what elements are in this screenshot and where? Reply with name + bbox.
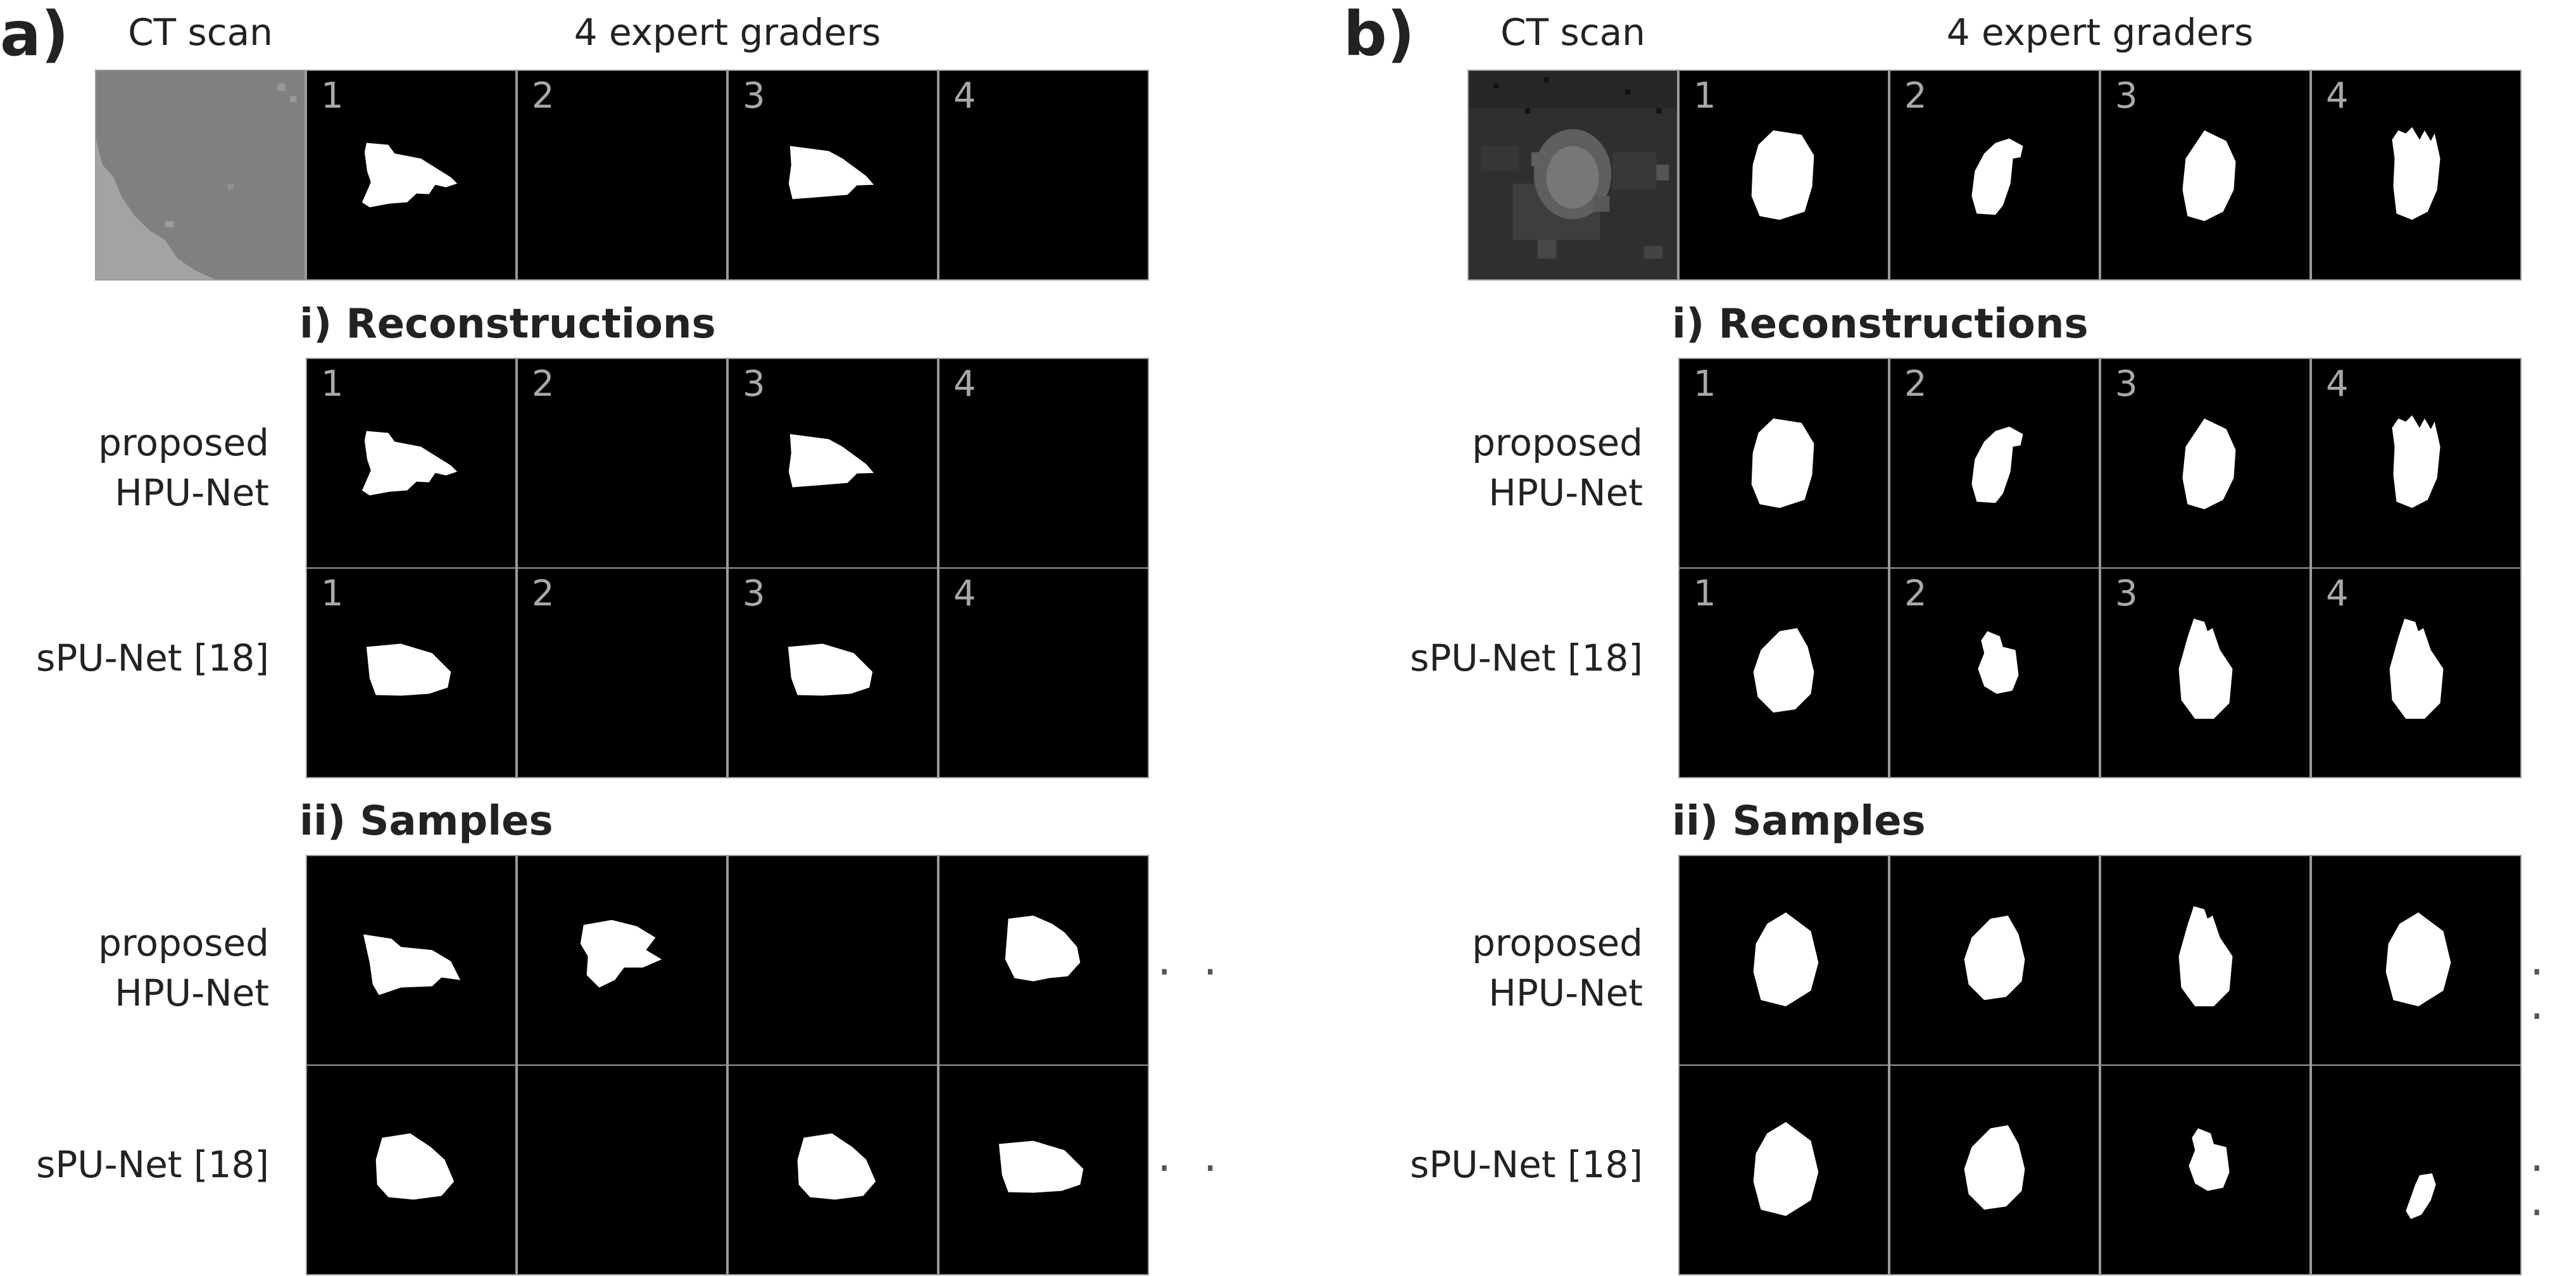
grader-number: 3 — [2115, 363, 2138, 405]
row-label-hpu: proposed HPU-Net — [0, 418, 269, 519]
grader-number: 3 — [743, 363, 765, 405]
sample-spu — [2100, 1064, 2311, 1275]
ellipsis: · · — [2530, 1142, 2553, 1239]
row-label-line: HPU-Net — [115, 471, 269, 515]
grader-number: 3 — [2115, 75, 2138, 117]
grader-number: 1 — [321, 75, 344, 117]
grader-number: 1 — [1693, 363, 1716, 405]
grader-number: 4 — [2326, 573, 2349, 614]
ct-scan-image — [95, 70, 306, 281]
grader-number: 2 — [532, 573, 555, 614]
sample-hpu — [306, 855, 517, 1066]
grader-number: 2 — [1904, 75, 1927, 117]
sample-spu — [517, 1064, 727, 1275]
row-label-hpu: proposed HPU-Net — [0, 918, 269, 1019]
grader-mask: 1 — [1678, 70, 1889, 281]
grader-number: 2 — [532, 75, 555, 117]
reconstruction-spu: 4 — [938, 567, 1149, 778]
reconstruction-spu: 3 — [727, 567, 938, 778]
panel-letter: a) — [0, 0, 69, 70]
reconstruction-spu: 3 — [2100, 567, 2311, 778]
row-label-spu: sPU-Net [18] — [1410, 1143, 1643, 1186]
sample-spu — [727, 1064, 938, 1275]
sample-spu — [1678, 1064, 1889, 1275]
grader-number: 2 — [532, 363, 555, 405]
section-reconstructions: i) Reconstructions — [299, 301, 716, 348]
grader-number: 1 — [321, 573, 344, 614]
sample-hpu — [517, 855, 727, 1066]
ct-scan-header: CT scan — [1500, 11, 1645, 54]
row-label-line: HPU-Net — [1488, 471, 1643, 515]
grader-number: 3 — [743, 573, 765, 614]
reconstruction-hpu: 4 — [938, 358, 1149, 569]
ellipsis: · · — [1157, 1142, 1226, 1194]
row-label-line: proposed — [1472, 421, 1643, 464]
section-samples: ii) Samples — [1672, 798, 1926, 845]
grader-mask: 4 — [938, 70, 1149, 281]
reconstruction-hpu: 2 — [517, 358, 727, 569]
grader-number: 3 — [2115, 573, 2138, 614]
sample-hpu — [727, 855, 938, 1066]
sample-hpu — [2100, 855, 2311, 1066]
sample-spu — [1889, 1064, 2100, 1275]
grader-number: 2 — [1904, 363, 1927, 405]
panel-letter: b) — [1343, 0, 1415, 70]
grader-number: 4 — [2326, 363, 2349, 405]
grader-mask: 3 — [727, 70, 938, 281]
grader-mask: 2 — [1889, 70, 2100, 281]
reconstruction-spu: 2 — [517, 567, 727, 778]
sample-spu — [2311, 1064, 2522, 1275]
reconstruction-hpu: 1 — [1678, 358, 1889, 569]
grader-mask: 3 — [2100, 70, 2311, 281]
sample-hpu — [938, 855, 1149, 1066]
ct-scan-image — [1467, 70, 1678, 281]
row-label-hpu: proposed HPU-Net — [1374, 918, 1643, 1019]
ct-scan-header: CT scan — [128, 11, 273, 54]
grader-number: 1 — [1693, 573, 1716, 614]
reconstruction-spu: 2 — [1889, 567, 2100, 778]
reconstruction-hpu: 3 — [727, 358, 938, 569]
grader-number: 3 — [743, 75, 765, 117]
sample-hpu — [2311, 855, 2522, 1066]
ellipsis: · · — [2530, 946, 2553, 1042]
section-samples: ii) Samples — [299, 798, 553, 845]
sample-spu — [306, 1064, 517, 1275]
reconstruction-hpu: 4 — [2311, 358, 2522, 569]
row-label-line: proposed — [98, 921, 269, 964]
reconstruction-spu: 4 — [2311, 567, 2522, 778]
graders-header: 4 expert graders — [574, 11, 881, 54]
row-label-line: HPU-Net — [115, 971, 269, 1015]
grader-number: 4 — [2326, 75, 2349, 117]
reconstruction-hpu: 3 — [2100, 358, 2311, 569]
reconstruction-spu: 1 — [1678, 567, 1889, 778]
row-label-line: proposed — [1472, 921, 1643, 964]
grader-number: 4 — [953, 573, 976, 614]
grader-mask: 1 — [306, 70, 517, 281]
reconstruction-hpu: 2 — [1889, 358, 2100, 569]
row-label-spu: sPU-Net [18] — [1410, 636, 1643, 679]
row-label-line: proposed — [98, 421, 269, 464]
grader-number: 1 — [1693, 75, 1716, 117]
grader-number: 4 — [953, 363, 976, 405]
reconstruction-hpu: 1 — [306, 358, 517, 569]
grader-number: 4 — [953, 75, 976, 117]
graders-header: 4 expert graders — [1946, 11, 2254, 54]
row-label-spu: sPU-Net [18] — [36, 636, 269, 679]
reconstruction-spu: 1 — [306, 567, 517, 778]
ellipsis: · · — [1157, 946, 1226, 998]
row-label-spu: sPU-Net [18] — [36, 1143, 269, 1186]
row-label-hpu: proposed HPU-Net — [1374, 418, 1643, 519]
grader-number: 1 — [321, 363, 344, 405]
row-label-line: HPU-Net — [1488, 971, 1643, 1015]
sample-hpu — [1889, 855, 2100, 1066]
grader-mask: 4 — [2311, 70, 2522, 281]
section-reconstructions: i) Reconstructions — [1672, 301, 2089, 348]
grader-number: 2 — [1904, 573, 1927, 614]
grader-mask: 2 — [517, 70, 727, 281]
sample-hpu — [1678, 855, 1889, 1066]
sample-spu — [938, 1064, 1149, 1275]
